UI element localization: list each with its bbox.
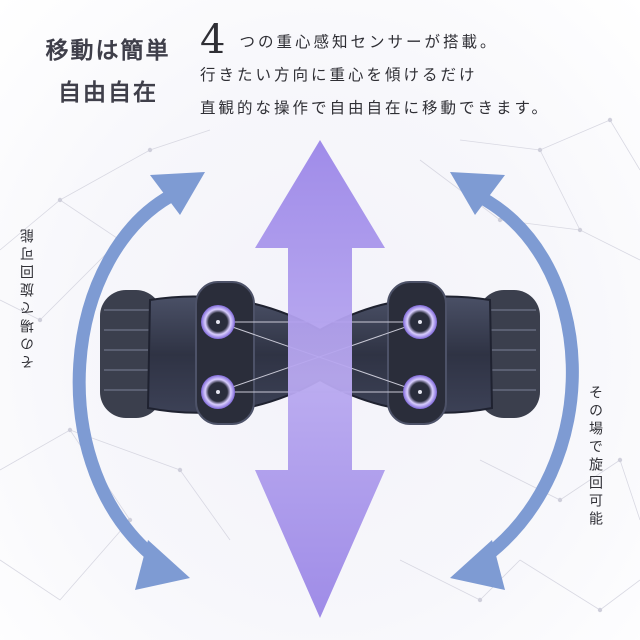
feature-description: 4 つの重心感知センサーが搭載。 行きたい方向に重心を傾けるだけ 直観的な操作で自…: [200, 18, 620, 125]
description-line-3: 直観的な操作で自由自在に移動できます。: [200, 99, 550, 117]
hoverboard-image: [100, 281, 540, 425]
description-line-2: 行きたい方向に重心を傾けるだけ: [200, 66, 478, 84]
rotate-right-arrow: [450, 172, 579, 590]
rotate-left-arrow: [72, 172, 205, 590]
description-line-1-text: つの重心感知センサーが搭載。: [239, 33, 499, 51]
rotate-left-label: その場で旋回可能: [20, 225, 36, 369]
rotate-right-label: その場で旋回可能: [587, 385, 603, 529]
headline-line-1: 移動は簡単: [45, 38, 171, 64]
forward-backward-arrow: [255, 140, 385, 618]
sensor-count: 4: [200, 17, 226, 63]
headline: 移動は簡単 自由自在: [28, 30, 188, 114]
headline-line-2: 自由自在: [58, 80, 158, 106]
description-line-1: 4 つの重心感知センサーが搭載。: [200, 18, 620, 60]
